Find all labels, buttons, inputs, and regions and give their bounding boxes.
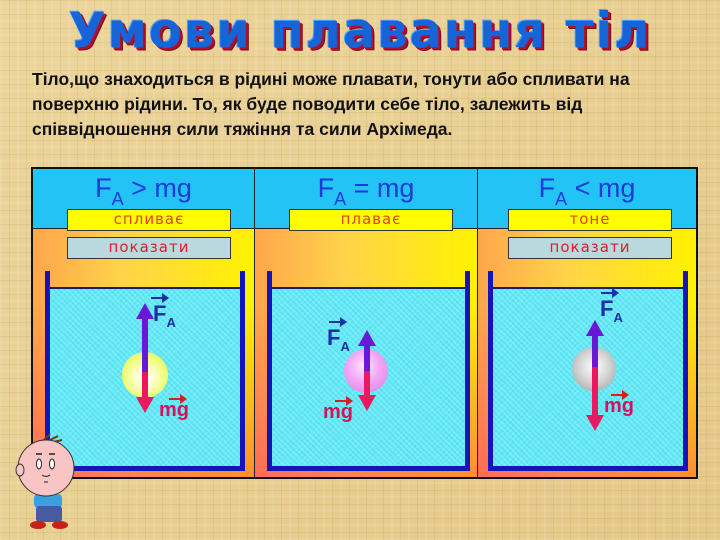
state-label-floats: плаває	[289, 209, 453, 231]
buoyant-force-label: FA	[600, 296, 623, 326]
vector-icon	[169, 394, 187, 404]
panel-floats: FA = mg плаває FA mg	[255, 169, 478, 477]
buoyant-force-arrow	[364, 343, 370, 371]
vector-icon	[601, 288, 619, 298]
state-label-rises: спливає	[67, 209, 231, 231]
intro-text: Тіло,що знаходиться в рідині може плават…	[32, 69, 630, 139]
buoyant-force-arrow	[142, 317, 148, 372]
arrow-down-icon	[136, 397, 154, 413]
gravity-force-arrow	[592, 367, 598, 417]
arrow-down-icon	[358, 395, 376, 411]
formula: FA > mg	[95, 173, 192, 209]
buoyant-force-arrow	[592, 334, 598, 367]
gravity-force-label: mg	[604, 395, 634, 417]
gravity-force-arrow	[364, 371, 370, 397]
arrow-up-icon	[586, 320, 604, 336]
vector-icon	[151, 293, 169, 303]
formula: FA < mg	[538, 173, 636, 209]
cartoon-boy-mascot-icon	[15, 433, 75, 529]
arrow-up-icon	[358, 330, 376, 346]
formula: FA = mg	[317, 173, 415, 209]
buoyant-force-label: FA	[153, 301, 176, 331]
floating-conditions-board: FA > mg спливає показати FA mg FA = mg п…	[31, 167, 698, 479]
buoyant-force-label: FA	[327, 325, 350, 355]
vector-icon	[335, 396, 353, 406]
gravity-force-label: mg	[159, 399, 189, 421]
vector-icon	[329, 317, 347, 327]
gravity-force-arrow	[142, 372, 148, 399]
gravity-force-label: mg	[323, 401, 353, 423]
arrow-up-icon	[136, 303, 154, 319]
arrow-down-icon	[586, 415, 604, 431]
slide-title: Умови плавання тіл	[68, 2, 652, 60]
state-label-sinks: тоне	[508, 209, 672, 231]
show-button-sinks[interactable]: показати	[508, 237, 672, 259]
vector-icon	[611, 390, 629, 400]
show-button-rises[interactable]: показати	[67, 237, 231, 259]
panel-sinks: FA < mg тоне показати FA mg	[478, 169, 696, 477]
